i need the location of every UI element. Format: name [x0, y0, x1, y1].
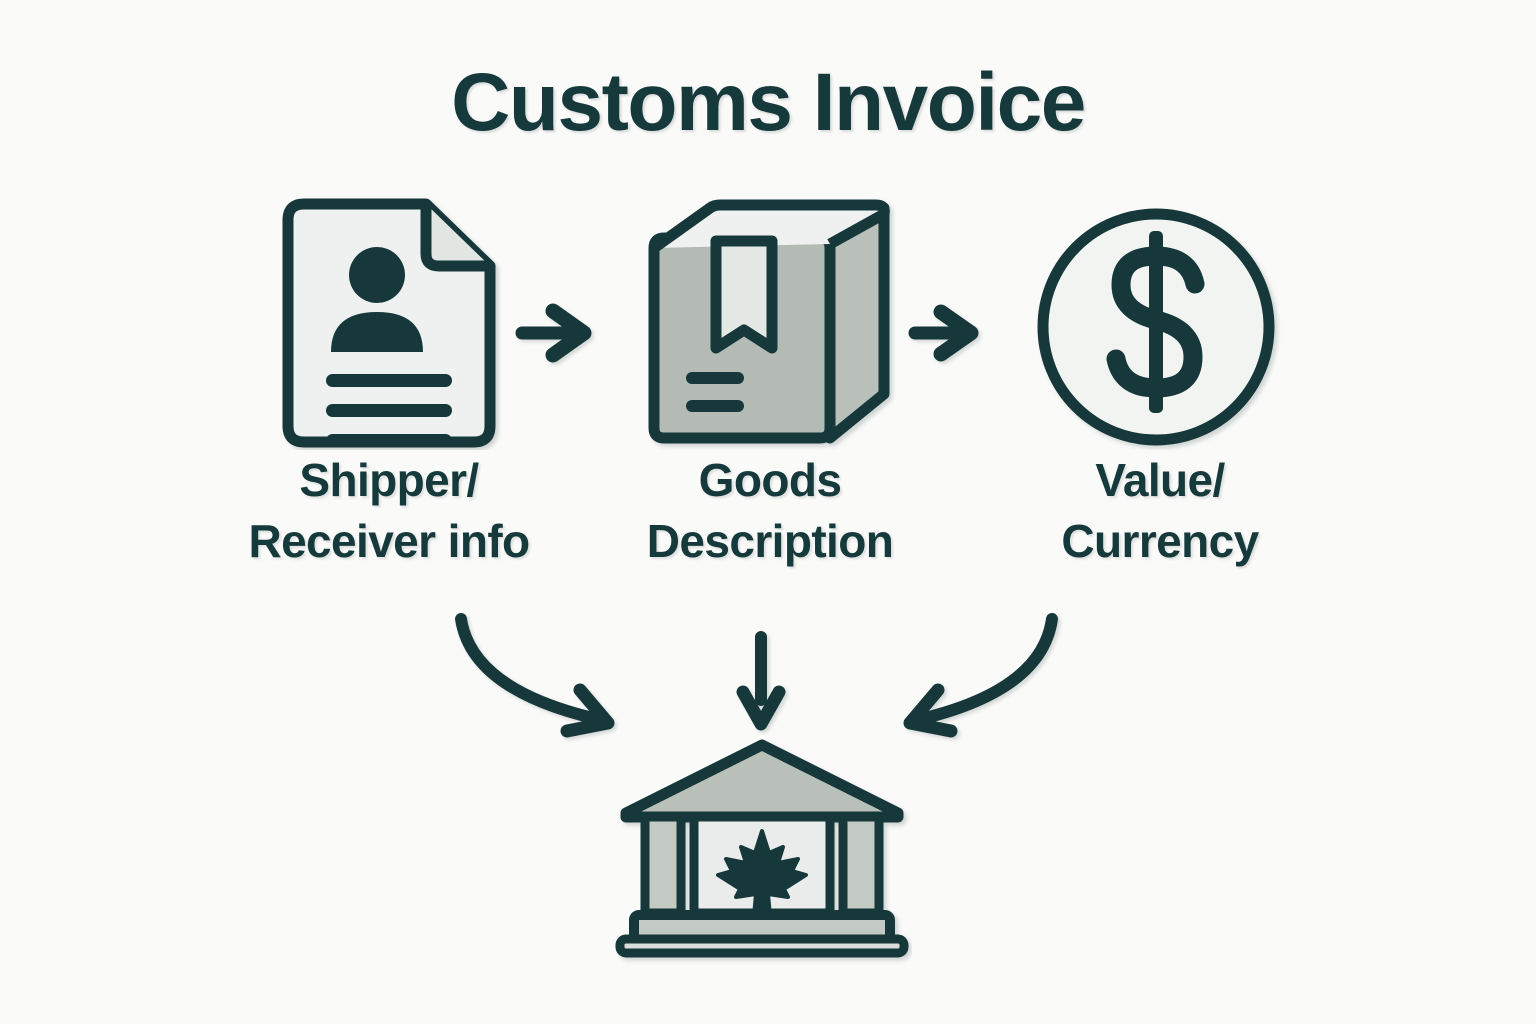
- curved-arrow-down-left-icon: [903, 613, 1058, 738]
- node-value-currency[interactable]: Value/ Currency: [1000, 196, 1320, 571]
- curved-arrow-down-right-icon: [455, 613, 615, 738]
- page-title: Customs Invoice: [451, 57, 1086, 148]
- dollar-coin-icon: [1037, 208, 1275, 446]
- node-label-goods-description: Goods Description: [646, 454, 894, 567]
- node-customs-authority[interactable]: [612, 735, 912, 972]
- arrow-down-icon: [736, 631, 786, 731]
- node-shipper-receiver[interactable]: Shipper/ Receiver info: [204, 196, 574, 571]
- government-building-maple-leaf-icon: [615, 739, 909, 958]
- node-label-value-currency: Value/ Currency: [1061, 454, 1259, 567]
- package-box-icon: [648, 199, 890, 444]
- node-goods-description[interactable]: Goods Description: [597, 196, 943, 571]
- document-person-icon: [282, 198, 496, 448]
- node-label-shipper-receiver: Shipper/ Receiver info: [248, 454, 530, 567]
